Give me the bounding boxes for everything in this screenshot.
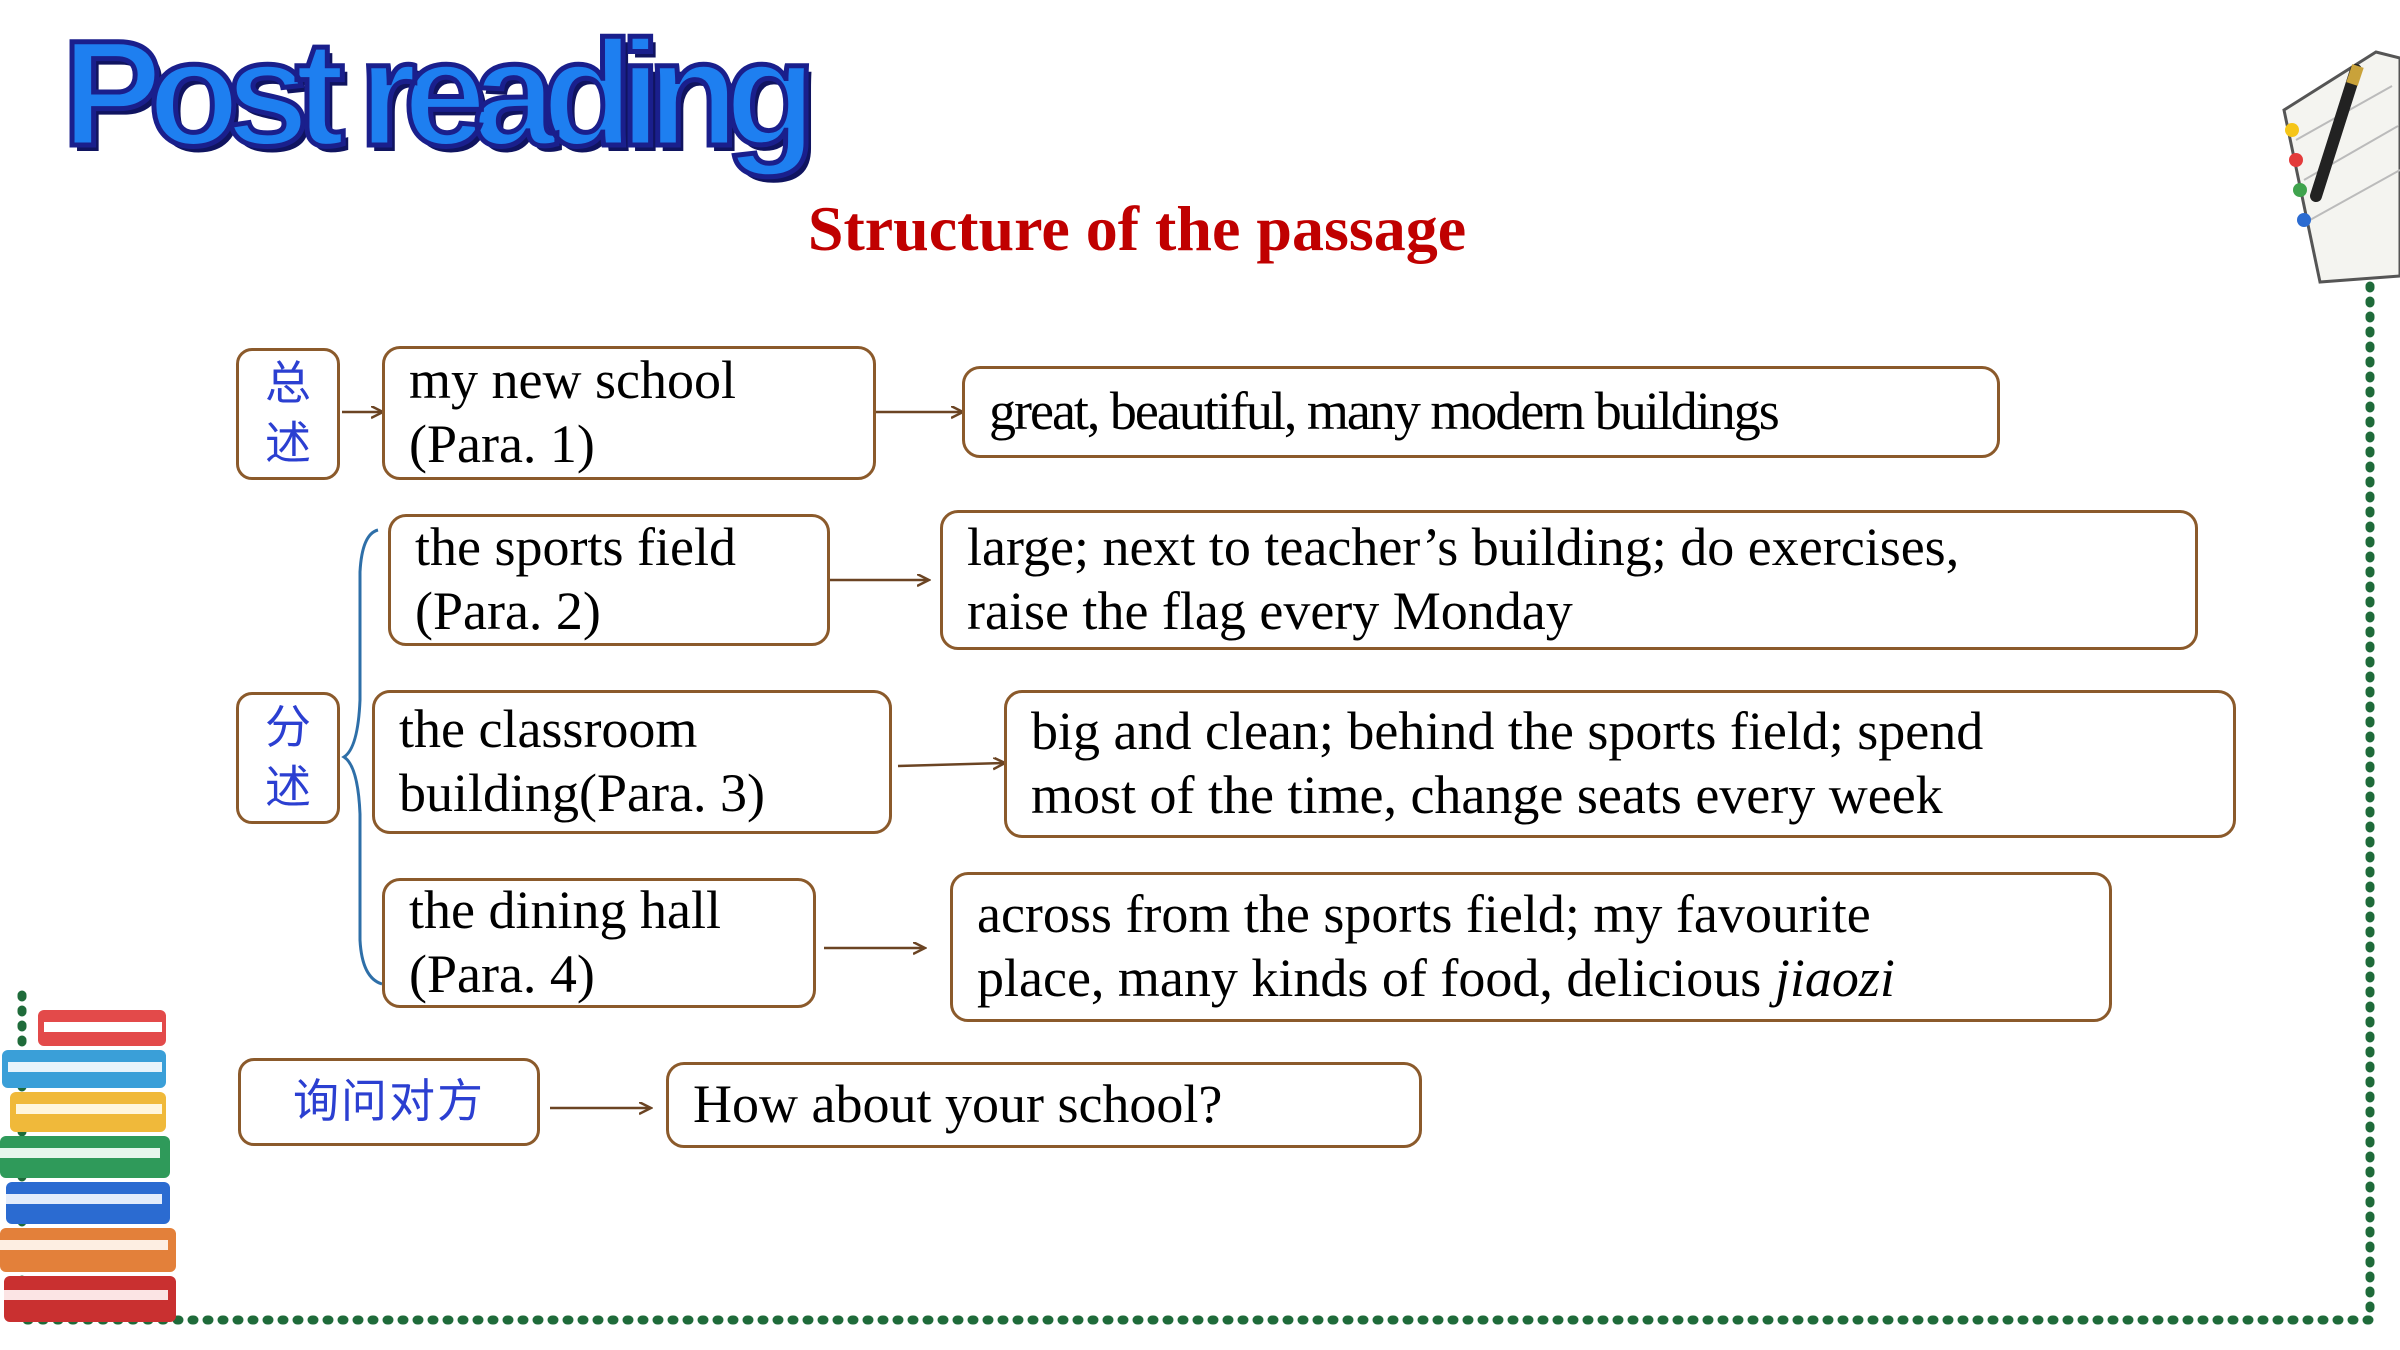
topic-2-line-1: the sports field <box>415 517 736 578</box>
topic-1-line-1: my new school <box>409 350 736 411</box>
notebook-pen-icon <box>2282 50 2400 284</box>
detail-4-line-2-text: place, many kinds of food, delicious <box>977 948 1762 1008</box>
detail-1-line-1: great, beautiful, many modern buildings <box>989 381 1780 442</box>
detail-4-italic-word: jiaozi <box>1774 948 1895 1008</box>
label-overview-char-1: 总 <box>265 356 311 411</box>
topic-4-line-1: the dining hall <box>409 880 721 941</box>
detail-2-line-1: large; next to teacher’s building; do ex… <box>967 517 1960 578</box>
topic-3-line-2: building(Para. 3) <box>399 763 765 823</box>
topic-box-1: my new school (Para. 1) <box>382 346 876 480</box>
book-stack-icon <box>0 1010 176 1322</box>
label-ask: 询问对方 <box>238 1058 540 1146</box>
slide-title: Post reading <box>60 9 819 177</box>
question-box: How about your school? <box>666 1062 1422 1148</box>
topic-3-line-1: the classroom <box>399 699 698 760</box>
label-overview: 总 述 <box>236 348 340 480</box>
arrow-row3 <box>897 763 1004 766</box>
detail-box-4: across from the sports field; my favouri… <box>950 872 2112 1022</box>
topic-2-line-2: (Para. 2) <box>415 581 601 641</box>
detail-box-2: large; next to teacher’s building; do ex… <box>940 510 2198 650</box>
topic-4-line-2: (Para. 4) <box>409 944 595 1004</box>
label-details-char-2: 述 <box>265 760 311 814</box>
label-ask-text: 询问对方 <box>293 1074 485 1129</box>
detail-4-line-2: place, many kinds of food, delicious jia… <box>977 947 2109 1011</box>
diagram-subtitle: Structure of the passage <box>807 193 1467 264</box>
label-details: 分 述 <box>236 692 340 824</box>
label-details-char-1: 分 <box>265 700 311 755</box>
topic-1-line-2: (Para. 1) <box>409 414 595 474</box>
detail-4-line-1: across from the sports field; my favouri… <box>977 884 1871 945</box>
topic-box-4: the dining hall (Para. 4) <box>382 878 816 1008</box>
topic-box-2: the sports field (Para. 2) <box>388 514 830 646</box>
detail-2-line-2: raise the flag every Monday <box>967 581 1573 641</box>
detail-box-1: great, beautiful, many modern buildings <box>962 366 2000 458</box>
topic-box-3: the classroom building(Para. 3) <box>372 690 892 834</box>
label-overview-char-2: 述 <box>265 416 311 470</box>
detail-3-line-2: most of the time, change seats every wee… <box>1031 765 1943 825</box>
question-text: How about your school? <box>693 1074 1223 1135</box>
detail-3-line-1: big and clean; behind the sports field; … <box>1031 701 1984 762</box>
detail-box-3: big and clean; behind the sports field; … <box>1004 690 2236 838</box>
